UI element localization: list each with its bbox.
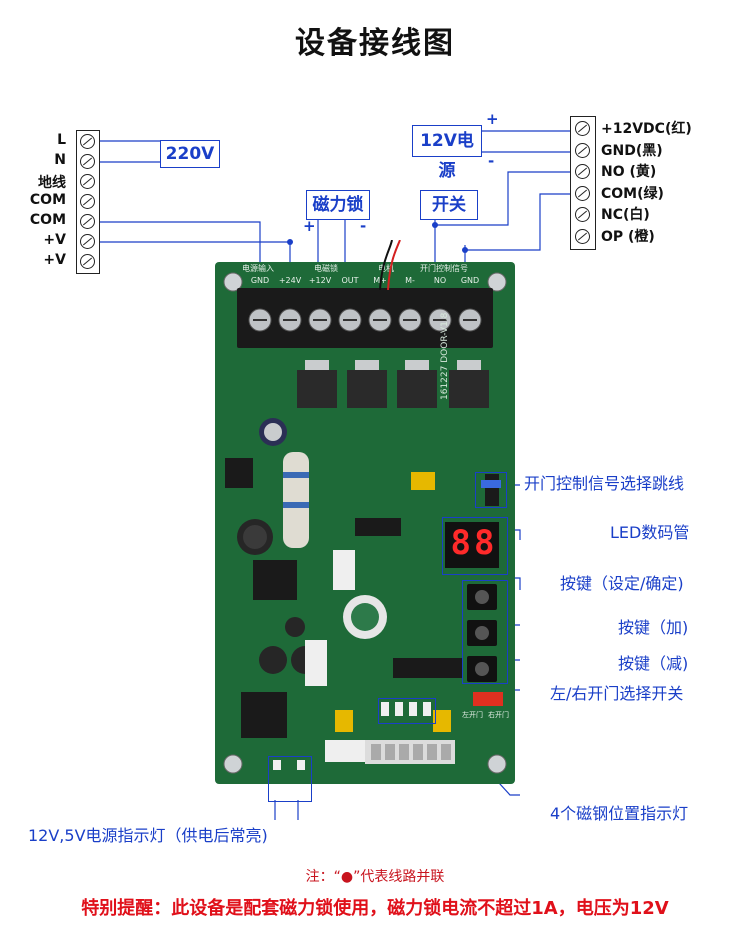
power-leds-highlight: [268, 756, 312, 802]
maglock-box: 磁力锁: [306, 190, 370, 220]
right-terminal-screw: [575, 228, 590, 244]
pcb-header-label: 电源输入: [242, 264, 274, 273]
callout-key-set: 按键（设定/确定): [560, 574, 684, 593]
psu-plus-sign: +: [486, 110, 499, 128]
ac220-box: 220V: [160, 140, 220, 168]
callout-key-plus: 按键（加): [618, 618, 689, 637]
pcb-pin-label: +24V: [278, 276, 302, 285]
right-terminal-screw: [575, 164, 590, 179]
callout-power-leds: 12V,5V电源指示灯（供电后常亮): [28, 826, 268, 845]
right-terminal-label: COM(绿): [601, 185, 664, 202]
pcb-version-label: 161227 DOOR-V1.8: [440, 312, 450, 400]
right-terminal-label: NC(白): [601, 207, 650, 223]
left-terminal-label: COM: [29, 212, 66, 228]
lock-plus-sign: +: [303, 217, 316, 235]
parallel-note: 注：“●”代表线路并联: [305, 869, 445, 885]
callout-led: LED数码管: [610, 523, 690, 542]
pcb-header-label: 电磁锁: [314, 264, 338, 273]
left-terminal-label: +V: [43, 252, 66, 268]
left-terminal-label: COM: [29, 192, 66, 208]
pcb-header-label: 电机: [378, 264, 394, 273]
pcb-illustration: [223, 264, 507, 774]
pcb-header-label: 开门控制信号: [420, 264, 468, 273]
led-highlight: [442, 517, 508, 575]
right-terminal-screw: [575, 121, 590, 136]
left-terminal-label: +V: [43, 232, 66, 248]
callout-key-minus: 按键（减): [618, 654, 689, 673]
right-terminal-label: NO (黄): [601, 164, 657, 180]
left-terminal-label: N: [54, 152, 66, 168]
led-display-digits: 88: [450, 523, 498, 563]
magnet-leds-highlight: [378, 698, 436, 724]
callout-direction-switch: 左/右开门选择开关: [550, 684, 684, 703]
jumper-highlight: [475, 472, 507, 508]
pcb-pin-label: GND: [460, 276, 480, 285]
left-terminal-label: L: [57, 132, 66, 148]
callout-magnet-leds: 4个磁钢位置指示灯: [550, 804, 689, 823]
pcb-pin-label: NO: [433, 276, 447, 285]
pcb-pin-label: M-: [405, 276, 415, 285]
right-terminal-label: GND(黑): [601, 142, 663, 159]
left-terminal-screw: [80, 254, 95, 269]
pcb-board: [215, 262, 515, 784]
left-terminal-screw: [80, 234, 95, 249]
pcb-pin-label: OUT: [341, 276, 359, 285]
callout-jumper: 开门控制信号选择跳线: [524, 474, 685, 493]
right-terminal-label: OP (橙): [601, 228, 655, 245]
psu-12v-box: 12V电源: [412, 125, 482, 181]
left-terminal-screw: [80, 214, 95, 229]
board-wires: [379, 240, 401, 290]
pcb-pin-label: GND: [250, 276, 270, 285]
pcb-switch-label: 左开门: [462, 711, 483, 719]
left-terminal-screw: [80, 154, 95, 169]
left-terminal-screw: [80, 174, 95, 189]
right-terminal-screw: [575, 207, 590, 222]
keys-highlight: [462, 580, 508, 684]
pcb-pin-label: +12V: [308, 276, 332, 285]
pcb-switch-label: 右开门: [488, 711, 509, 719]
left-terminal-label: 地线: [38, 175, 66, 191]
right-terminal-block: [570, 116, 596, 250]
right-terminal-label: +12VDC(红): [601, 121, 692, 137]
page-title: 设备接线图: [295, 26, 455, 61]
left-terminal-screw: [80, 194, 95, 209]
left-terminal-screw: [80, 134, 95, 149]
right-terminal-screw: [575, 185, 590, 201]
warning-text: 特别提醒：此设备是配套磁力锁使用，磁力锁电流不超过1A，电压为12V: [81, 898, 669, 919]
lock-minus-sign: -: [360, 217, 367, 235]
switch-box: 开关: [420, 190, 478, 220]
psu-minus-sign: -: [488, 152, 495, 170]
right-terminal-screw: [575, 142, 590, 158]
